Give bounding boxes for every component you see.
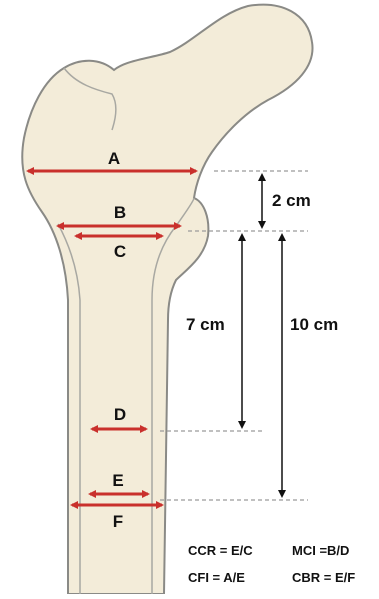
distance-label-7cm: 7 cm [186,315,225,334]
formula-cbr: CBR = E/F [292,570,355,585]
measure-label-B: B [114,203,126,222]
measure-label-A: A [108,149,120,168]
measure-label-D: D [114,405,126,424]
distance-label-10cm: 10 cm [290,315,338,334]
measure-label-C: C [114,242,126,261]
measure-label-E: E [112,471,123,490]
measure-label-F: F [113,512,123,531]
formula-cfi: CFI = A/E [188,570,245,585]
formula-mci: MCI =B/D [292,543,349,558]
femur-outline [22,5,312,594]
formula-ccr: CCR = E/C [188,543,253,558]
distance-label-2cm: 2 cm [272,191,311,210]
